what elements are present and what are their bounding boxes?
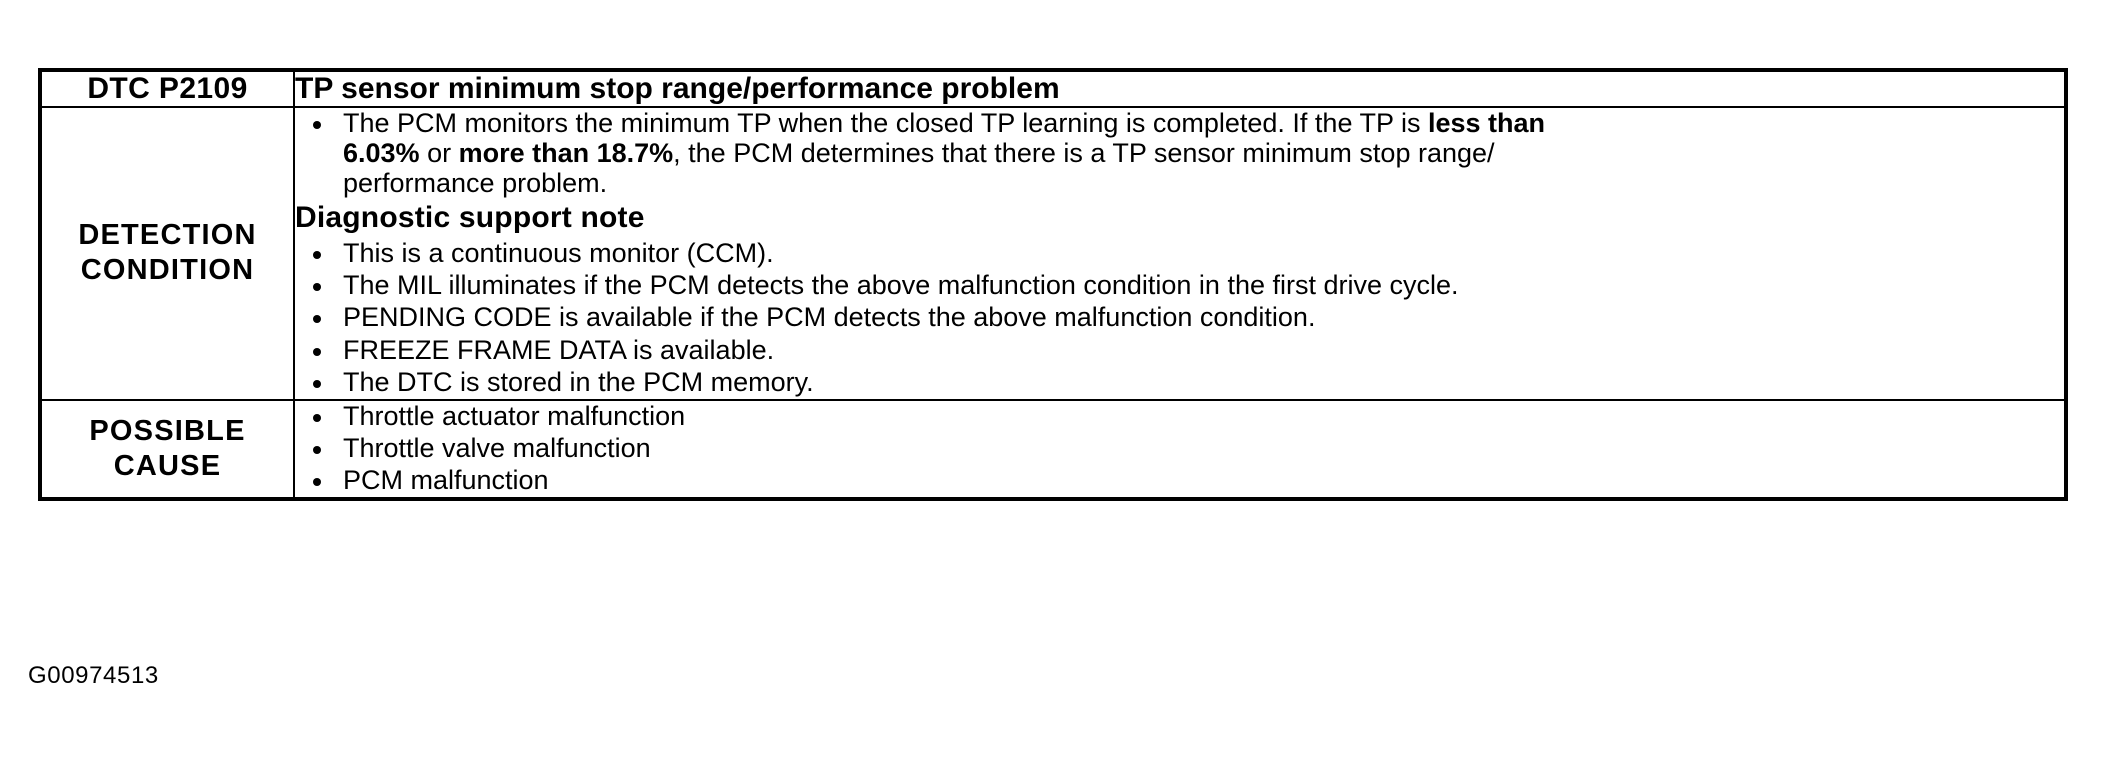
detection-condition-content: The PCM monitors the minimum TP when the… (293, 106, 2068, 401)
support-note-text: PENDING CODE is available if the PCM det… (343, 302, 1316, 333)
dtc-code-cell: DTC P2109 (38, 68, 295, 108)
detection-condition-label-line-1: DETECTION (78, 219, 257, 251)
possible-cause-label: POSSIBLE CAUSE (38, 398, 295, 502)
diagnostic-support-note-list: This is a continuous monitor (CCM). The … (295, 238, 2064, 397)
detection-condition-bullets: The PCM monitors the minimum TP when the… (295, 108, 2064, 198)
detection-condition-label: DETECTION CONDITION (38, 106, 295, 401)
table-row-possible-cause: POSSIBLE CAUSE Throttle actuator malfunc… (38, 398, 2068, 502)
possible-cause-text: Throttle actuator malfunction (343, 400, 686, 431)
detection-bold-threshold-high: more than 18.7% (458, 138, 674, 169)
possible-cause-content: Throttle actuator malfunction Throttle v… (293, 398, 2068, 502)
support-note-text: The DTC is stored in the PCM memory. (343, 366, 814, 397)
list-item: FREEZE FRAME DATA is available. (295, 335, 2064, 365)
figure-id: G00974513 (28, 662, 159, 689)
detection-text-mid: or (419, 138, 459, 169)
possible-cause-text: PCM malfunction (343, 464, 549, 495)
detection-text-part-3: performance problem. (343, 168, 608, 199)
detection-bold-less-than: less than (1428, 108, 1546, 138)
possible-cause-label-line-1: POSSIBLE (89, 414, 246, 447)
detection-text-part-2: , the PCM determines that there is a TP … (673, 138, 1495, 169)
possible-cause-label-line-2: CAUSE (113, 449, 222, 482)
list-item: Throttle actuator malfunction (295, 401, 2064, 431)
list-item: PENDING CODE is available if the PCM det… (295, 302, 2064, 332)
table-row-header: DTC P2109 TP sensor minimum stop range/p… (38, 68, 2068, 108)
possible-cause-text: Throttle valve malfunction (343, 432, 651, 463)
list-item: The PCM monitors the minimum TP when the… (295, 108, 2064, 198)
support-note-text: This is a continuous monitor (CCM). (343, 238, 774, 269)
detection-bold-threshold-low: 6.03% (343, 138, 420, 169)
support-note-text: The MIL illuminates if the PCM detects t… (343, 270, 1459, 301)
list-item: The MIL illuminates if the PCM detects t… (295, 270, 2064, 300)
dtc-title-cell: TP sensor minimum stop range/performance… (293, 68, 2068, 108)
dtc-table: DTC P2109 TP sensor minimum stop range/p… (38, 68, 2068, 502)
diagnostic-support-note-heading: Diagnostic support note (295, 201, 645, 235)
list-item: This is a continuous monitor (CCM). (295, 238, 2064, 268)
list-item: PCM malfunction (295, 465, 2064, 495)
list-item: Throttle valve malfunction (295, 433, 2064, 463)
detection-condition-label-line-2: CONDITION (80, 254, 255, 287)
table-row-detection-condition: DETECTION CONDITION The PCM monitors the… (38, 106, 2068, 401)
list-item: The DTC is stored in the PCM memory. (295, 367, 2064, 397)
detection-text-part-1: The PCM monitors the minimum TP when the… (343, 108, 1428, 138)
support-note-text: FREEZE FRAME DATA is available. (343, 334, 775, 365)
possible-cause-list: Throttle actuator malfunction Throttle v… (295, 401, 2064, 495)
